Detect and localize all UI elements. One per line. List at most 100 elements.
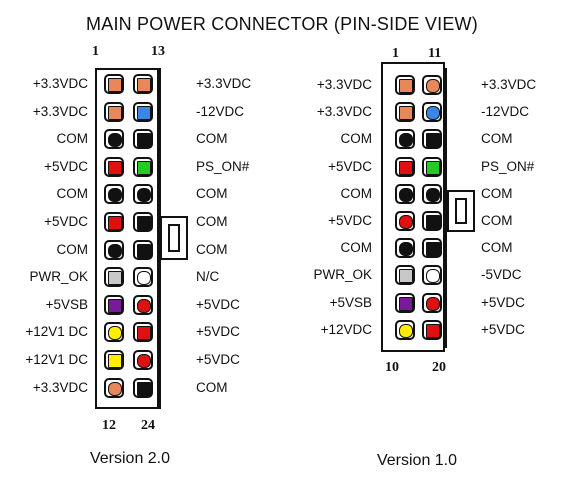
pin-wire-color-gray xyxy=(399,269,413,284)
pin-wire-color-orange xyxy=(426,79,440,93)
pin-b-black xyxy=(133,212,153,232)
pin-label-left: PWR_OK xyxy=(29,269,88,285)
connector-side-rail-v1 xyxy=(445,68,449,348)
pin-a-purple xyxy=(104,294,124,315)
pin-label-right: PS_ON# xyxy=(481,158,535,174)
pin-b-black xyxy=(422,183,442,204)
pin-number-top-left-v1: 1 xyxy=(392,46,399,61)
pin-a-black xyxy=(104,184,124,205)
pin-wire-color-red xyxy=(108,160,122,175)
pin-b-orange xyxy=(422,75,442,95)
pin-number-bottom-left-v1: 10 xyxy=(385,360,399,375)
pin-number-top-right-v2: 13 xyxy=(151,44,165,59)
pin-b-black xyxy=(422,238,442,259)
pin-b-red xyxy=(133,322,153,343)
pin-wire-color-black xyxy=(426,242,440,257)
pin-b-orange xyxy=(133,74,153,94)
pin-label-left: COM xyxy=(340,185,373,201)
pin-wire-color-blue xyxy=(137,105,151,120)
pin-wire-color-yellow xyxy=(108,326,122,341)
pin-number-bottom-left-v2: 12 xyxy=(102,418,116,433)
version-label-v2: Version 2.0 xyxy=(89,450,171,467)
pin-label-left: +5VSB xyxy=(45,296,88,312)
pin-wire-color-yellow xyxy=(108,354,122,368)
pin-a-orange xyxy=(395,102,415,123)
pin-label-left: +5VSB xyxy=(329,294,372,310)
pin-number-top-right-v1: 11 xyxy=(428,46,442,61)
pin-a-red xyxy=(395,156,415,177)
pin-wire-color-red xyxy=(137,354,151,368)
pin-label-left: +3.3VDC xyxy=(32,379,88,395)
pin-label-left: COM xyxy=(340,240,373,256)
pin-label-left: +5VDC xyxy=(328,213,372,228)
pin-label-left: +3.3VDC xyxy=(316,77,372,92)
pin-label-right: COM xyxy=(196,131,228,147)
pin-wire-color-black xyxy=(426,133,440,148)
pin-wire-color-gray xyxy=(108,271,122,286)
pin-wire-color-purple xyxy=(108,298,122,313)
connector-latch-v1 xyxy=(447,190,475,232)
pin-a-orange xyxy=(104,101,124,122)
pin-wire-color-black xyxy=(399,187,413,202)
pin-wire-color-red xyxy=(108,216,122,230)
pin-label-right: -5VDC xyxy=(481,267,522,283)
pin-label-right: COM xyxy=(196,241,228,257)
pin-a-black xyxy=(395,238,415,259)
pin-a-black xyxy=(104,239,124,260)
pin-b-black xyxy=(133,239,153,260)
pin-label-left: COM xyxy=(56,241,89,257)
pin-a-red xyxy=(104,212,124,232)
pin-label-right: -12VDC xyxy=(196,103,245,119)
pin-b-black xyxy=(422,211,442,231)
pin-wire-color-black xyxy=(426,187,440,202)
pin-wire-color-black xyxy=(137,381,151,396)
pin-label-right: +5VDC xyxy=(481,294,525,310)
pin-wire-color-black xyxy=(137,133,151,148)
pin-label-right: COM xyxy=(196,214,228,229)
pin-label-right: +5VDC xyxy=(196,324,240,340)
pin-wire-color-yellow xyxy=(399,323,413,338)
pin-b-red xyxy=(422,292,442,313)
pin-wire-color-orange xyxy=(108,105,122,120)
pin-a-red xyxy=(104,156,124,177)
pin-a-orange xyxy=(395,75,415,95)
pin-wire-color-black xyxy=(108,243,122,258)
pin-b-blue xyxy=(422,102,442,123)
pin-label-right: COM xyxy=(481,213,513,228)
pin-label-left: +3.3VDC xyxy=(316,104,372,120)
version-label-v1: Version 1.0 xyxy=(376,452,458,469)
pin-label-left: PWR_OK xyxy=(313,267,372,283)
pin-label-right: COM xyxy=(196,186,228,202)
pin-a-black xyxy=(395,129,415,150)
pin-b-white xyxy=(133,267,153,288)
pin-a-black xyxy=(104,129,124,150)
pin-a-gray xyxy=(104,267,124,288)
pin-b-blue xyxy=(133,101,153,122)
pin-b-black xyxy=(133,184,153,205)
pin-wire-color-orange xyxy=(108,78,122,92)
pin-a-yellow xyxy=(104,322,124,343)
pin-wire-color-red xyxy=(399,160,413,175)
pin-b-white xyxy=(422,265,442,286)
pin-wire-color-black xyxy=(137,188,151,203)
pin-number-bottom-right-v2: 24 xyxy=(141,418,155,433)
pin-label-right: +5VDC xyxy=(196,352,240,367)
pin-wire-color-red xyxy=(137,326,151,341)
pin-label-left: COM xyxy=(56,131,89,147)
pin-b-green xyxy=(422,156,442,177)
pin-a-yellow xyxy=(104,350,124,370)
pin-wire-color-red xyxy=(137,298,151,313)
pin-label-right: -12VDC xyxy=(481,104,530,120)
pin-wire-color-red xyxy=(426,296,440,311)
pin-wire-color-blue xyxy=(426,106,440,121)
pin-b-red xyxy=(422,319,442,340)
pin-a-yellow xyxy=(395,319,415,340)
pin-number-top-left-v2: 1 xyxy=(92,44,99,59)
pin-label-left: COM xyxy=(56,186,89,202)
pin-label-right: +5VDC xyxy=(196,296,240,312)
pin-a-red xyxy=(395,211,415,231)
pin-a-orange xyxy=(104,377,124,398)
pin-a-black xyxy=(395,183,415,204)
pin-wire-color-green xyxy=(426,160,440,175)
pin-label-left: +5VDC xyxy=(44,158,88,174)
